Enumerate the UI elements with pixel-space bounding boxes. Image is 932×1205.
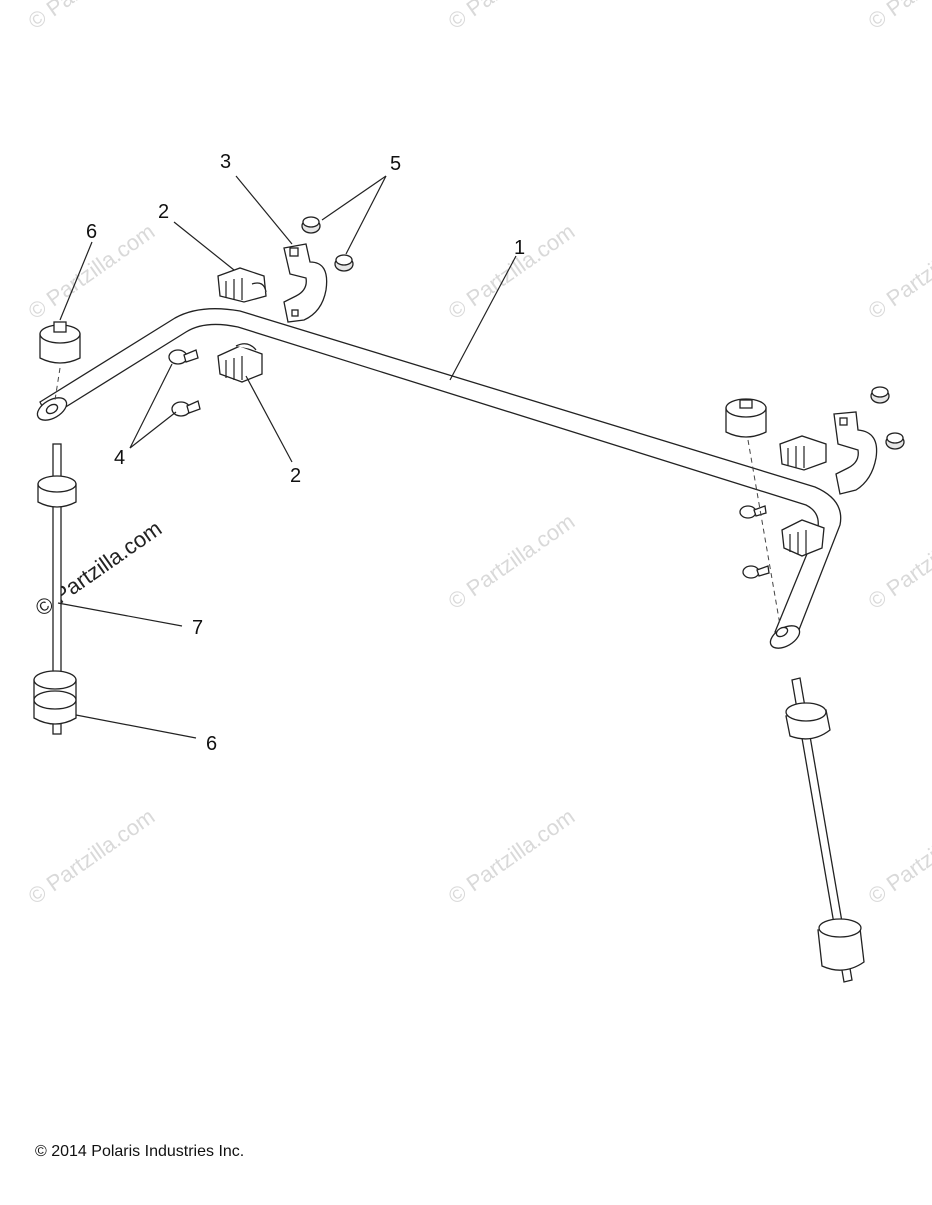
watermark: © Partzilla.com (864, 0, 932, 34)
bolt (171, 400, 201, 417)
watermark: © Partzilla.com (444, 804, 580, 910)
watermark: © Partzilla.com (444, 509, 580, 615)
watermark: © Partzilla.com (444, 219, 580, 325)
grommet-top-left (39, 321, 81, 364)
copyright-text: © 2014 Polaris Industries Inc. (35, 1143, 245, 1160)
watermark-prominent: © Partzilla.com (31, 516, 167, 622)
grommet-top-right (725, 398, 767, 438)
stabilizer-bar (36, 308, 842, 649)
callout-7: 7 (192, 617, 203, 639)
callout-6: 6 (86, 221, 97, 243)
callout-5: 5 (390, 153, 401, 175)
nut-right (870, 386, 890, 404)
bolt-right (742, 565, 770, 579)
callout-2: 2 (158, 201, 169, 223)
callout-6: 6 (206, 733, 217, 755)
clamp-bracket (283, 243, 328, 323)
callout-2: 2 (290, 465, 301, 487)
watermark: © Partzilla.com (444, 0, 580, 34)
nut-right (885, 432, 905, 450)
callout-1: 1 (514, 237, 525, 259)
bushing-right-lower (781, 519, 825, 557)
watermark: © Partzilla.com (864, 219, 932, 325)
watermark: © Partzilla.com (24, 0, 160, 34)
nut (334, 254, 354, 272)
bolt (168, 349, 199, 365)
bushing-right-upper (779, 435, 827, 471)
callouts: 1 2 2 3 4 5 6 6 7 (86, 151, 525, 755)
clamp-bracket-right (833, 411, 878, 495)
bushing-lower (217, 343, 263, 383)
alignment-line (747, 439, 781, 626)
leader-lines (57, 175, 517, 739)
stabilizer-link-right (785, 677, 865, 983)
watermark: © Partzilla.com (864, 509, 932, 615)
callout-4: 4 (114, 447, 125, 469)
callout-3: 3 (220, 151, 231, 173)
bolt-right (739, 505, 767, 519)
watermark: © Partzilla.com (864, 804, 932, 910)
stabilizer-link-left (33, 443, 77, 735)
bushing-upper (217, 267, 267, 303)
nut (301, 216, 321, 234)
watermark: © Partzilla.com (24, 804, 160, 910)
